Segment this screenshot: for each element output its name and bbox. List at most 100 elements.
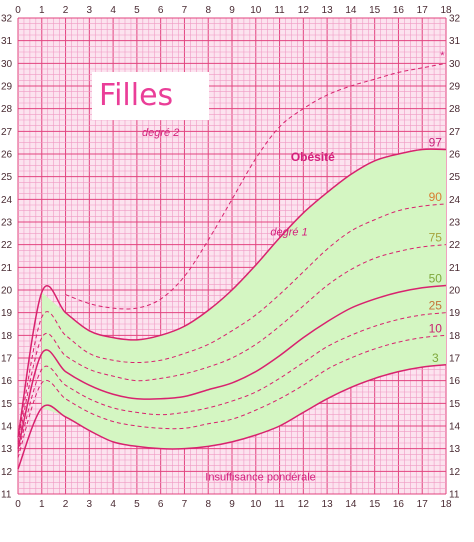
- x-tick-label-top: 11: [274, 5, 285, 16]
- x-tick-label-top: 2: [63, 5, 69, 16]
- y-tick-label-left: 17: [1, 354, 13, 365]
- x-tick-label-top: 12: [298, 5, 310, 16]
- y-tick-label-left: 13: [1, 444, 13, 455]
- y-tick-label-right: 12: [449, 467, 461, 478]
- y-tick-label-right: 16: [449, 376, 461, 387]
- y-tick-label-left: 12: [1, 467, 13, 478]
- x-tick-label-bottom: 0: [15, 499, 21, 510]
- y-tick-label-right: 22: [449, 240, 461, 251]
- x-tick-label-top: 7: [182, 5, 188, 16]
- title-box: [92, 72, 209, 120]
- y-tick-label-right: 32: [449, 14, 461, 25]
- y-tick-label-right: 20: [449, 286, 461, 297]
- x-tick-label-top: 0: [15, 5, 21, 16]
- x-tick-label-bottom: 6: [158, 499, 164, 510]
- curve-3: [17, 364, 447, 470]
- percentile-label-97: 97: [429, 135, 443, 149]
- y-tick-label-left: 31: [1, 36, 13, 47]
- y-tick-label-right: 13: [449, 444, 461, 455]
- y-tick-label-left: 19: [1, 308, 13, 319]
- y-tick-label-left: 26: [1, 150, 13, 161]
- x-tick-label-bottom: 16: [393, 499, 405, 510]
- x-tick-label-bottom: 12: [298, 499, 310, 510]
- y-tick-label-right: 29: [449, 82, 461, 93]
- y-tick-label-left: 29: [1, 82, 13, 93]
- curve-75: [17, 244, 447, 445]
- x-tick-label-bottom: 15: [369, 499, 381, 510]
- x-tick-label-top: 13: [322, 5, 334, 16]
- y-tick-label-right: 27: [449, 127, 461, 138]
- y-tick-label-right: 26: [449, 150, 461, 161]
- x-tick-label-bottom: 11: [274, 499, 285, 510]
- curve-90: [17, 203, 447, 442]
- y-tick-label-right: 11: [449, 490, 460, 501]
- x-tick-label-bottom: 17: [417, 499, 429, 510]
- percentile-label-50: 50: [429, 271, 443, 285]
- x-tick-label-top: 18: [440, 5, 452, 16]
- y-tick-label-right: 19: [449, 308, 461, 319]
- y-tick-label-right: 15: [449, 399, 461, 410]
- y-tick-label-left: 30: [1, 59, 13, 70]
- x-tick-label-bottom: 13: [322, 499, 334, 510]
- annotation: Insuffisance pondérale: [205, 471, 316, 483]
- percentile-label-10: 10: [429, 321, 443, 335]
- curve-50: [17, 284, 447, 449]
- x-tick-label-bottom: 10: [250, 499, 262, 510]
- x-tick-label-top: 5: [134, 5, 140, 16]
- y-tick-label-left: 32: [1, 14, 13, 25]
- x-tick-label-bottom: 9: [229, 499, 235, 510]
- y-tick-label-right: 23: [449, 218, 461, 229]
- percentile-label-25: 25: [429, 299, 443, 313]
- y-tick-label-left: 22: [1, 240, 13, 251]
- percentile-label-75: 75: [429, 231, 443, 245]
- chart-title: Filles: [99, 78, 173, 113]
- band-area: [41, 149, 446, 449]
- percentile-label-3: 3: [432, 351, 439, 365]
- annotation: *: [440, 50, 445, 62]
- y-tick-label-left: 27: [1, 127, 13, 138]
- y-tick-label-left: 24: [1, 195, 13, 206]
- x-tick-label-top: 3: [87, 5, 93, 16]
- axis-tick-labels: 0011223344556677889910101111121213131414…: [1, 5, 461, 510]
- y-tick-label-right: 24: [449, 195, 461, 206]
- x-tick-label-bottom: 3: [87, 499, 93, 510]
- x-tick-label-top: 6: [158, 5, 164, 16]
- x-tick-label-bottom: 18: [440, 499, 452, 510]
- annotation: degré 2: [142, 127, 179, 139]
- x-tick-label-top: 8: [205, 5, 211, 16]
- x-tick-label-top: 10: [250, 5, 262, 16]
- x-tick-label-bottom: 2: [63, 499, 69, 510]
- curve-labels: 97 90 75 50 25 10 3: [429, 135, 443, 364]
- x-tick-label-top: 17: [417, 5, 429, 16]
- y-tick-label-right: 30: [449, 59, 461, 70]
- y-tick-label-right: 14: [449, 422, 461, 433]
- y-tick-label-right: 31: [449, 36, 461, 47]
- curve-30: [65, 62, 447, 310]
- x-tick-label-bottom: 8: [205, 499, 211, 510]
- y-tick-label-left: 16: [1, 376, 13, 387]
- y-tick-label-left: 14: [1, 422, 13, 433]
- percentile-label-90: 90: [429, 190, 443, 204]
- y-tick-label-left: 20: [1, 286, 13, 297]
- chart-title-group: Filles: [92, 72, 209, 120]
- annotation: Obésité: [291, 150, 335, 164]
- y-tick-label-right: 25: [449, 172, 461, 183]
- x-tick-label-bottom: 4: [110, 499, 116, 510]
- x-tick-label-top: 16: [393, 5, 405, 16]
- x-tick-label-bottom: 14: [345, 499, 357, 510]
- y-tick-label-left: 28: [1, 104, 13, 115]
- curve-25: [17, 312, 447, 454]
- y-tick-label-left: 18: [1, 331, 13, 342]
- y-tick-label-left: 11: [1, 490, 12, 501]
- curve-10: [17, 334, 447, 458]
- y-tick-label-left: 21: [1, 263, 13, 274]
- y-tick-label-right: 28: [449, 104, 461, 115]
- x-tick-label-bottom: 5: [134, 499, 140, 510]
- x-tick-label-top: 14: [345, 5, 357, 16]
- x-tick-label-top: 9: [229, 5, 235, 16]
- y-tick-label-right: 21: [449, 263, 461, 274]
- percentile-curves: [17, 62, 447, 470]
- y-tick-label-left: 15: [1, 399, 13, 410]
